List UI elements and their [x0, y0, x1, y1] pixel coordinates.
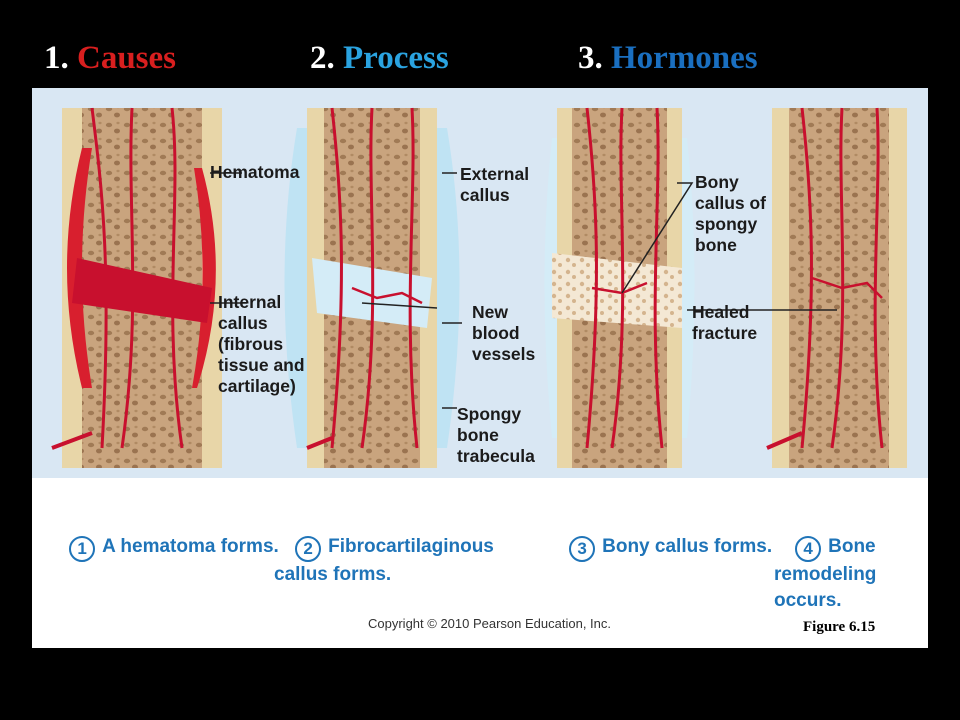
- copyright-notice: Copyright © 2010 Pearson Education, Inc.: [368, 616, 612, 631]
- panel-3-bony-callus: [544, 107, 695, 468]
- step-number: 2: [295, 536, 322, 562]
- title-num: 2.: [310, 40, 335, 76]
- step-number: 4: [795, 536, 822, 562]
- title-label: Causes: [77, 40, 177, 76]
- title-causes: 1. Causes: [44, 40, 176, 77]
- title-num: 1.: [44, 40, 69, 76]
- panel-2-fibrocartilaginous-callus: [284, 107, 460, 468]
- title-label: Process: [343, 40, 449, 76]
- panel-1-hematoma: [51, 107, 222, 468]
- panel-4-bone-remodeling: [766, 107, 907, 468]
- leader-lines: [210, 172, 837, 409]
- label-internal-callus: Internal callus (fibrous tissue and cart…: [218, 292, 305, 396]
- title-process: 2. Process: [310, 40, 449, 77]
- figure-panel: Hematoma Internal callus (fibrous tissue…: [32, 88, 928, 648]
- title-bar: 1. Causes 2. Process 3. Hormones: [0, 40, 960, 88]
- title-num: 3.: [578, 40, 603, 76]
- figure-caption: Figure 6.15: [803, 619, 876, 635]
- step-number: 3: [569, 536, 596, 562]
- label-new-blood-vessels: New blood vessels: [472, 302, 536, 364]
- label-bony-callus: Bony callus of spongy bone: [695, 172, 766, 255]
- label-external-callus: External callus: [460, 164, 530, 205]
- label-spongy-bone-trabecula: Spongy bone trabecula: [457, 404, 535, 466]
- label-healed-fracture: Healed fracture: [692, 302, 758, 343]
- step-number: 1: [69, 536, 96, 562]
- title-label: Hormones: [611, 40, 758, 76]
- step-3: 3 Bony callus forms.: [548, 508, 772, 588]
- bone-repair-illustration: [51, 107, 907, 468]
- step-text: Bony callus forms.: [602, 536, 773, 557]
- step-text: Bone remodeling occurs.: [774, 536, 877, 611]
- title-hormones: 3. Hormones: [578, 40, 758, 77]
- step-text: A hematoma forms.: [102, 536, 279, 557]
- step-1: 1 A hematoma forms.: [48, 508, 279, 588]
- label-hematoma: Hematoma: [210, 162, 300, 182]
- step-text: Fibrocartilaginous callus forms.: [274, 536, 494, 585]
